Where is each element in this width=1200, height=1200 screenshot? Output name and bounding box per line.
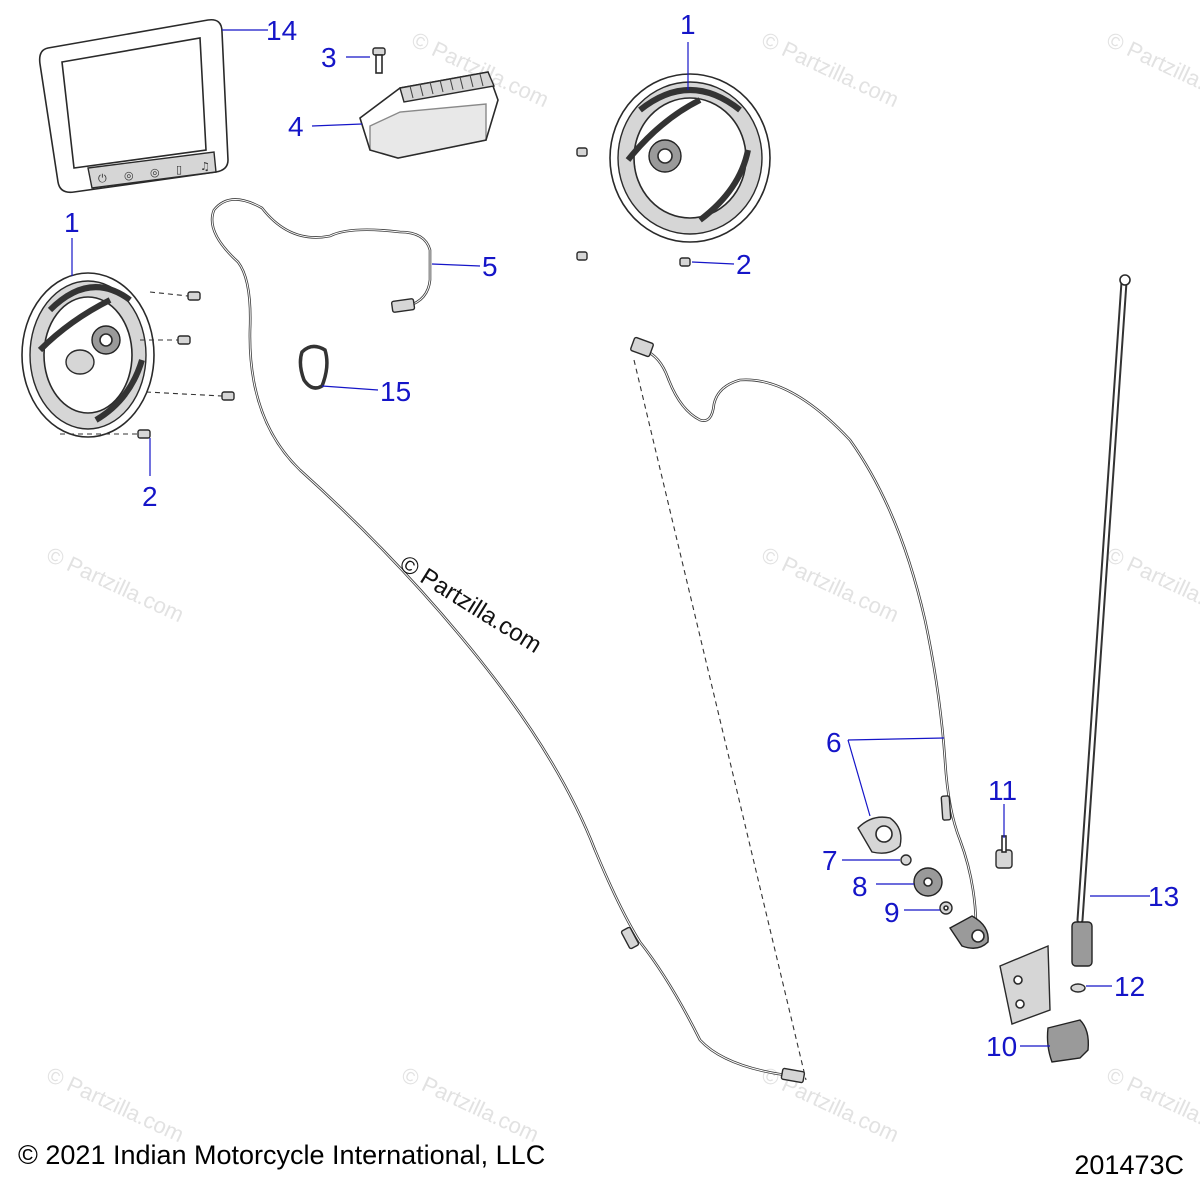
display-button: ▯ [176, 163, 182, 176]
callout-11: 11 [988, 775, 1017, 806]
display-button: ◎ [150, 166, 160, 179]
part-14-display: ⏻ ◎ ◎ ▯ ♫ [38, 18, 229, 194]
part-15-cable-tie [298, 344, 329, 390]
callout-13: 13 [1148, 881, 1179, 912]
callout-3: 3 [321, 42, 337, 73]
leader-lines [71, 29, 1150, 1047]
antenna-bracket [999, 944, 1051, 1025]
diagram-id: 201473C [1074, 1150, 1184, 1180]
display-button: ♫ [200, 160, 210, 173]
display-button: ◎ [124, 169, 134, 182]
watermark: © Partzilla.com [398, 1062, 543, 1147]
part-10-mount-cover [1046, 1019, 1090, 1063]
watermark: © Partzilla.com [758, 27, 903, 112]
watermark: © Partzilla.com [758, 542, 903, 627]
part-4-amplifier [359, 71, 499, 159]
callout-1: 1 [680, 9, 696, 40]
part-11-fitting [995, 835, 1013, 869]
screws-left-speaker [60, 291, 235, 439]
watermark-center: © Partzilla.com [395, 550, 546, 659]
part-7-nut [900, 854, 912, 866]
callout-7: 7 [822, 845, 838, 876]
callout-12: 12 [1114, 971, 1145, 1002]
part-6-antenna-cable [630, 336, 989, 949]
screws-right-speaker [576, 147, 691, 267]
part-6-housing [857, 816, 902, 854]
callout-14: 14 [266, 15, 297, 46]
part-13-antenna-mast [1071, 274, 1131, 967]
display-button-row: ⏻ ◎ ◎ ▯ ♫ [98, 160, 210, 185]
callout-10: 10 [986, 1031, 1017, 1062]
part-12-nut [1070, 983, 1086, 993]
callout-9: 9 [884, 897, 900, 928]
watermark: © Partzilla.com [1103, 542, 1200, 627]
callout-4: 4 [288, 111, 304, 142]
watermark: © Partzilla.com [1103, 1062, 1200, 1147]
assembly-dashed-line [633, 359, 807, 1081]
copyright-footer: © 2021 Indian Motorcycle International, … [18, 1140, 546, 1170]
watermark: © Partzilla.com [43, 542, 188, 627]
callout-15: 15 [380, 376, 411, 407]
callout-2: 2 [736, 249, 752, 280]
part-3-bolt [372, 47, 386, 74]
callout-1: 1 [64, 207, 80, 238]
callout-2: 2 [142, 481, 158, 512]
part-5-cable-harness [210, 198, 806, 1084]
callout-6: 6 [826, 727, 842, 758]
display-button: ⏻ [98, 172, 107, 185]
callout-5: 5 [482, 251, 498, 282]
watermark: © Partzilla.com [43, 1062, 188, 1147]
part-1-speaker-left [21, 272, 155, 438]
part-1-speaker-right [609, 73, 771, 243]
watermark: © Partzilla.com [1103, 27, 1200, 112]
callout-8: 8 [852, 871, 868, 902]
callout-labels: 14 3 4 1 1 2 2 5 15 6 11 7 8 9 13 12 10 [64, 9, 1179, 1062]
